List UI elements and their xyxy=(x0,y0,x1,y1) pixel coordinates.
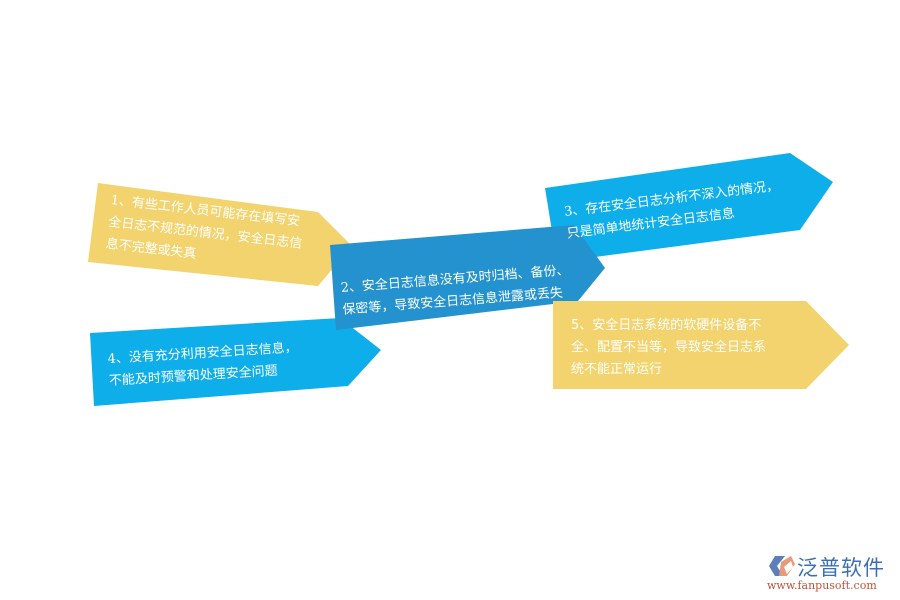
arrow-1-shape xyxy=(88,183,352,286)
arrow-4-shape xyxy=(90,318,381,406)
logo-name: 泛普软件 xyxy=(797,556,885,580)
arrow-2-shape xyxy=(330,225,605,330)
arrow-5-shape xyxy=(553,301,849,389)
logo-icon xyxy=(769,556,795,576)
arrow-3-shape xyxy=(545,153,833,262)
logo-url: www.fanpusoft.com xyxy=(767,579,877,592)
brand-logo: 泛普软件 www.fanpusoft.com xyxy=(765,552,895,594)
arrow-5-text: 5、安全日志系统的软硬件设备不 全、配置不当等，导致安全日志系 统不能正常运行 xyxy=(571,318,767,377)
